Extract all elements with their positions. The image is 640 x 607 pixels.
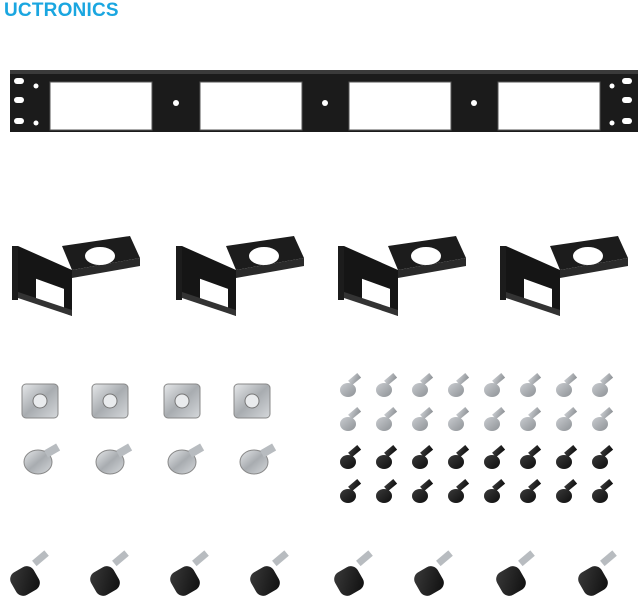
- thumb-screw: [414, 550, 453, 596]
- gray-screw: [412, 406, 434, 431]
- black-screw: [448, 478, 470, 503]
- thumb-screw: [496, 550, 535, 596]
- gray-screw: [520, 372, 542, 397]
- gray-screw: [376, 372, 398, 397]
- gray-screw: [448, 406, 470, 431]
- brand-logo: UCTRONICS: [4, 0, 119, 21]
- silver-screws: [23, 443, 277, 475]
- black-screw: [412, 444, 434, 469]
- thumb-screw: [90, 550, 129, 596]
- gray-screw: [592, 406, 614, 431]
- black-screw: [592, 444, 614, 469]
- black-screw: [376, 478, 398, 503]
- gray-screw: [376, 406, 398, 431]
- thumb-screw: [10, 550, 49, 596]
- gray-screw: [592, 372, 614, 397]
- black-screws: [340, 444, 614, 503]
- tray-1: [12, 236, 140, 316]
- thumb-screw: [578, 550, 617, 596]
- gray-screw: [340, 372, 362, 397]
- gray-screw: [484, 406, 506, 431]
- black-screw: [556, 444, 578, 469]
- black-screw: [520, 444, 542, 469]
- gray-screw: [412, 372, 434, 397]
- black-screw: [556, 478, 578, 503]
- cage-nuts: [21, 383, 271, 419]
- thumb-screws: [10, 550, 617, 596]
- thumb-screw: [250, 550, 289, 596]
- black-screw: [412, 478, 434, 503]
- tray-2: [176, 236, 304, 316]
- gray-screw: [448, 372, 470, 397]
- black-screw: [376, 444, 398, 469]
- rack-panel: [10, 70, 638, 132]
- gray-screws: [340, 372, 614, 431]
- gray-screw: [556, 406, 578, 431]
- black-screw: [520, 478, 542, 503]
- tray-4: [500, 236, 628, 316]
- thumb-screw: [334, 550, 373, 596]
- tray-3: [338, 236, 466, 316]
- black-screw: [340, 444, 362, 469]
- gray-screw: [484, 372, 506, 397]
- gray-screw: [340, 406, 362, 431]
- gray-screw: [520, 406, 542, 431]
- black-screw: [484, 444, 506, 469]
- black-screw: [592, 478, 614, 503]
- gray-screw: [556, 372, 578, 397]
- black-screw: [448, 444, 470, 469]
- black-screw: [484, 478, 506, 503]
- thumb-screw: [170, 550, 209, 596]
- black-screw: [340, 478, 362, 503]
